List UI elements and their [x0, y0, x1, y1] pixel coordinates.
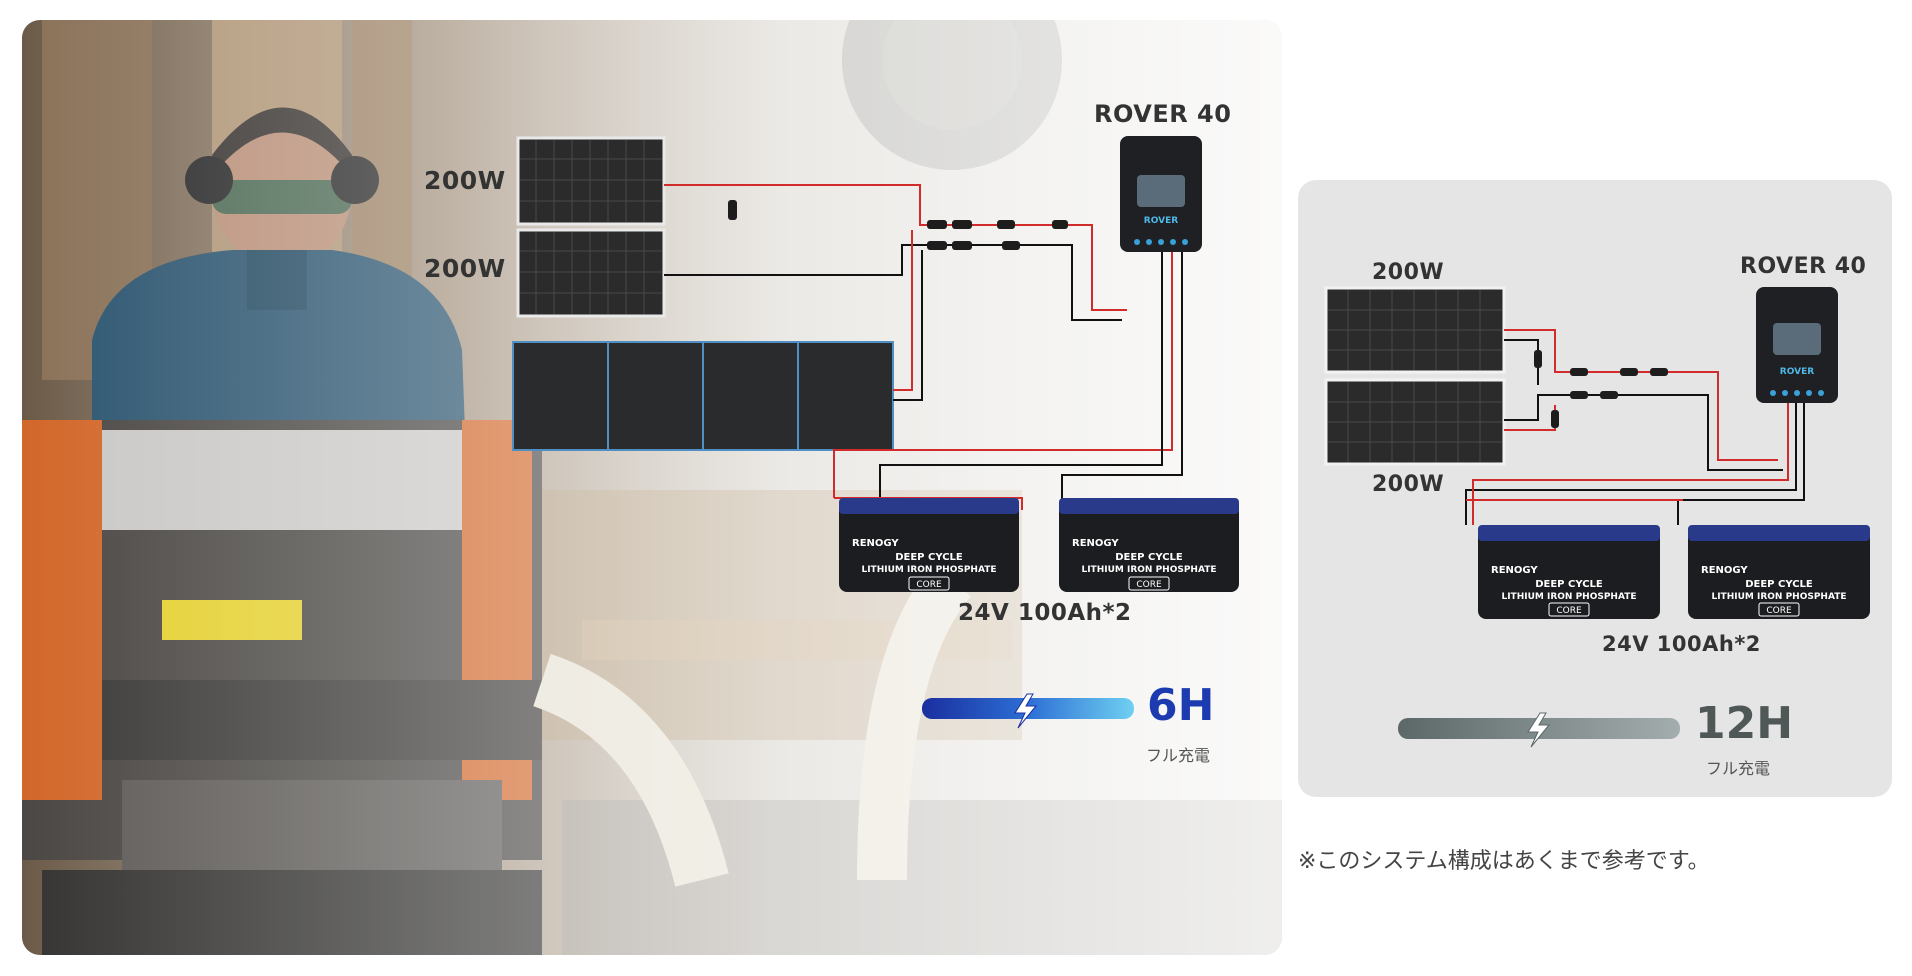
battery-right: RENOGY DEEP CYCLE LITHIUM IRON PHOSPHATE…	[1688, 525, 1870, 619]
battery-brand: RENOGY	[1701, 565, 1748, 576]
right-charge-time: 12H	[1695, 698, 1794, 749]
battery-badge: CORE	[916, 580, 942, 590]
alternative-diagram: ROVER RENOGY DEEP CYCLE LITHIUM IRON PHO…	[1324, 286, 1870, 748]
workshop-photo: ROVER RENOGY DEEP CYCLE LITHIUM IRON PHO…	[22, 20, 1282, 955]
right-controller-label: ROVER 40	[1740, 254, 1867, 279]
battery-right: RENOGY DEEP CYCLE LITHIUM IRON PHOSPHATE…	[1059, 498, 1239, 592]
left-charge-caption: フル充電	[1146, 746, 1211, 765]
left-charge-time: 6H	[1147, 680, 1215, 731]
rover-40-controller: ROVER	[1120, 136, 1202, 252]
battery-brand: RENOGY	[1491, 565, 1538, 576]
battery-line1: DEEP CYCLE	[1745, 579, 1813, 590]
battery-line1: DEEP CYCLE	[1115, 552, 1183, 563]
solar-panel-200w-bottom	[1324, 378, 1506, 466]
right-battery-label: 24V 100Ah*2	[1602, 632, 1761, 656]
battery-line1: DEEP CYCLE	[1535, 579, 1603, 590]
disclaimer-note: ※このシステム構成はあくまで参考です。	[1298, 849, 1710, 874]
battery-left: RENOGY DEEP CYCLE LITHIUM IRON PHOSPHATE…	[839, 498, 1019, 592]
battery-line2: LITHIUM IRON PHOSPHATE	[861, 565, 996, 575]
alternative-setup-card: ROVER RENOGY DEEP CYCLE LITHIUM IRON PHO…	[1298, 180, 1892, 797]
wiring	[664, 184, 1183, 510]
wiring	[1465, 329, 1805, 525]
solar-panel-200w-top	[516, 136, 666, 226]
left-battery-label: 24V 100Ah*2	[958, 600, 1132, 626]
mc4-connectors	[1534, 350, 1668, 428]
battery-line1: DEEP CYCLE	[895, 552, 963, 563]
right-charge-caption: フル充電	[1706, 759, 1771, 778]
battery-left: RENOGY DEEP CYCLE LITHIUM IRON PHOSPHATE…	[1478, 525, 1660, 619]
right-panel-label-2: 200W	[1372, 472, 1445, 497]
mc4-connectors	[728, 200, 1068, 250]
left-panel-label-1: 200W	[424, 166, 506, 195]
left-controller-label: ROVER 40	[1094, 100, 1232, 128]
battery-line2: LITHIUM IRON PHOSPHATE	[1501, 592, 1636, 602]
battery-badge: CORE	[1556, 606, 1582, 616]
left-panel-label-2: 200W	[424, 254, 506, 283]
photo-card: ROVER RENOGY DEEP CYCLE LITHIUM IRON PHO…	[22, 20, 1282, 955]
controller-brand: ROVER	[1144, 216, 1178, 226]
battery-badge: CORE	[1136, 580, 1162, 590]
lightning-icon	[1014, 693, 1038, 729]
battery-line2: LITHIUM IRON PHOSPHATE	[1711, 592, 1846, 602]
battery-brand: RENOGY	[1072, 538, 1119, 549]
right-panel-label-1: 200W	[1372, 260, 1445, 285]
battery-brand: RENOGY	[852, 538, 899, 549]
solar-panel-200w-bottom	[516, 228, 666, 318]
controller-brand: ROVER	[1780, 367, 1814, 377]
rover-40-controller: ROVER	[1756, 287, 1838, 403]
lightning-icon	[1527, 712, 1551, 748]
portable-solar-panel	[512, 341, 894, 451]
battery-badge: CORE	[1766, 606, 1792, 616]
solar-panel-200w-top	[1324, 286, 1506, 374]
battery-line2: LITHIUM IRON PHOSPHATE	[1081, 565, 1216, 575]
